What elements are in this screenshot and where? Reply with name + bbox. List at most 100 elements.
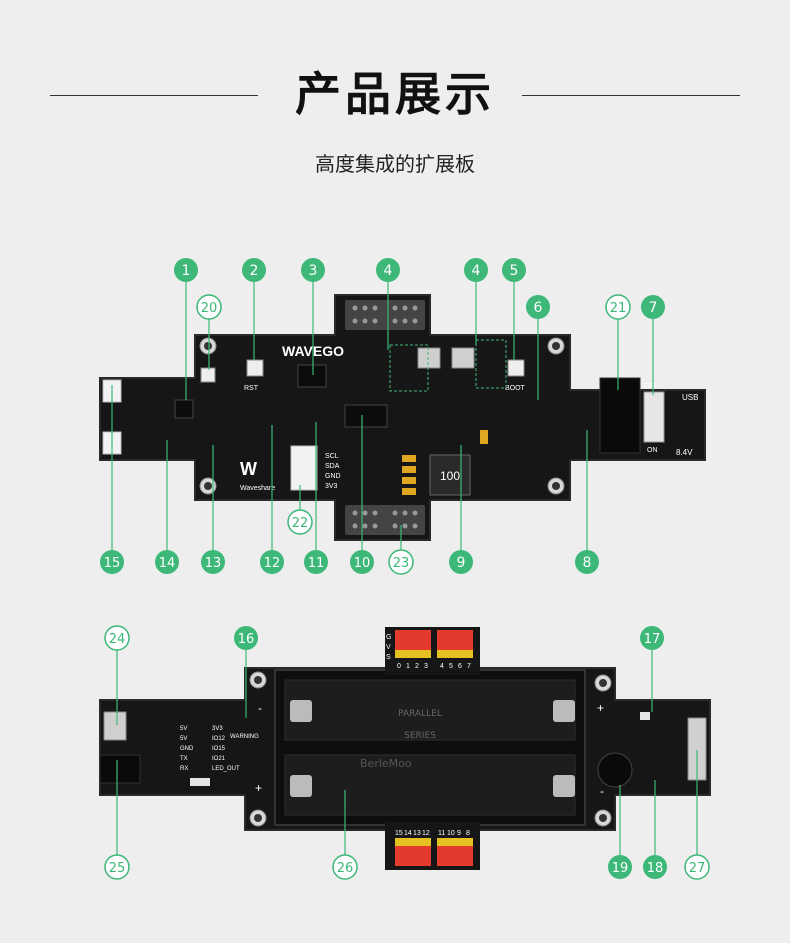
svg-text:27: 27	[689, 861, 706, 876]
rst-label: RST	[244, 385, 259, 392]
marker-4b: 4	[464, 258, 488, 282]
dc-jack	[99, 754, 141, 784]
pin-numbers-bottom: 15 14 13 12 11 10 9 8	[395, 830, 470, 837]
svg-text:3V3: 3V3	[212, 726, 223, 732]
svg-text:13: 13	[205, 556, 222, 571]
svg-text:0: 0	[397, 663, 401, 670]
svg-text:25: 25	[109, 861, 126, 876]
svg-text:9: 9	[457, 830, 461, 837]
title-divider-right	[522, 95, 740, 96]
marker-22: 22	[287, 509, 313, 535]
parallel-label: PARALLEL	[398, 709, 442, 719]
marker-4a: 4	[376, 258, 400, 282]
svg-text:7: 7	[649, 300, 658, 316]
svg-text:23: 23	[393, 556, 410, 571]
plus-right: +	[597, 701, 604, 715]
boot-label: BOOT	[505, 385, 526, 392]
svg-text:IO12: IO12	[212, 736, 226, 742]
marker-15: 15	[100, 550, 124, 574]
svg-text:8: 8	[466, 830, 470, 837]
boot-button	[507, 359, 525, 377]
svg-text:8: 8	[583, 555, 592, 571]
marker-27: 27	[684, 854, 710, 880]
warning-label: WARNING	[230, 734, 259, 740]
marker-16: 16	[234, 626, 258, 650]
svg-text:5V: 5V	[180, 726, 187, 732]
svg-text:5: 5	[510, 263, 519, 279]
brand-label: Waveshare	[240, 485, 275, 492]
svg-text:IO15: IO15	[212, 746, 226, 752]
minus-left: -	[258, 701, 262, 715]
i2c-connector	[290, 445, 318, 491]
svg-text:19: 19	[612, 861, 629, 876]
marker-26: 26	[332, 854, 358, 880]
svg-text:S: S	[386, 654, 391, 661]
svg-text:4: 4	[384, 263, 393, 279]
voltage-label: 8.4V	[676, 448, 693, 457]
svg-text:11: 11	[308, 556, 325, 571]
battery-slot-1	[284, 679, 576, 741]
svg-text:3: 3	[424, 663, 428, 670]
chip-1	[174, 399, 194, 419]
marker-14: 14	[155, 550, 179, 574]
svg-text:14: 14	[404, 830, 412, 837]
svg-text:5V: 5V	[180, 736, 187, 742]
buzzer	[597, 752, 633, 788]
svg-text:15: 15	[395, 830, 403, 837]
top-board: 100 WAVEGO RST BOOT Waveshare W SCL SDA …	[99, 294, 706, 541]
svg-text:20: 20	[201, 301, 218, 316]
svg-text:10: 10	[447, 830, 455, 837]
marker-19: 19	[608, 855, 632, 879]
svg-text:1: 1	[406, 663, 410, 670]
svg-text:LED_OUT: LED_OUT	[212, 766, 240, 772]
power-switch-area	[599, 377, 641, 454]
marker-3: 3	[301, 258, 325, 282]
page-title: 产品展示	[295, 67, 495, 121]
page-subtitle: 高度集成的扩展板	[315, 152, 475, 176]
usb-port	[103, 711, 127, 741]
on-label: ON	[647, 447, 658, 454]
reset-button	[246, 359, 264, 377]
inductor	[429, 454, 471, 496]
chip-10	[344, 404, 388, 428]
bottom-board: PARALLEL SERIES BerleMoo G V S 0 1 2 3 4…	[99, 627, 711, 870]
holder-brand: BerleMoo	[360, 757, 412, 770]
svg-text:24: 24	[109, 632, 126, 647]
svg-text:16: 16	[238, 632, 255, 647]
svg-text:IO21: IO21	[212, 756, 226, 762]
gnd-label: GND	[325, 473, 341, 480]
marker-25: 25	[104, 854, 130, 880]
bottom-markers: 16 17 18 19 24 25 26 27	[104, 625, 710, 880]
svg-text:17: 17	[644, 632, 661, 647]
marker-10: 10	[350, 550, 374, 574]
svg-text:18: 18	[647, 861, 664, 876]
marker-2: 2	[242, 258, 266, 282]
pin-table: 5V 5V GND TX RX 3V3 IO12 IO15 IO21 LED_O…	[180, 726, 240, 772]
svg-text:15: 15	[104, 556, 121, 571]
waveshare-logo: W	[240, 459, 257, 479]
svg-text:3: 3	[309, 263, 318, 279]
marker-1: 1	[174, 258, 198, 282]
minus-right: -	[600, 784, 604, 798]
svg-text:4: 4	[472, 263, 481, 279]
svg-text:14: 14	[159, 556, 176, 571]
svg-text:2: 2	[250, 263, 259, 279]
marker-21: 21	[605, 294, 631, 320]
svg-text:5: 5	[449, 663, 453, 670]
marker-12: 12	[260, 550, 284, 574]
v33-label: 3V3	[325, 483, 338, 490]
marker-23: 23	[388, 549, 414, 575]
svg-text:6: 6	[458, 663, 462, 670]
top-leader-lines	[111, 280, 654, 550]
inductor-label: 100	[440, 469, 460, 483]
svg-text:9: 9	[457, 555, 466, 571]
sda-label: SDA	[325, 463, 340, 470]
marker-9: 9	[449, 550, 473, 574]
svg-text:22: 22	[292, 516, 309, 531]
svg-text:GND: GND	[180, 746, 194, 752]
marker-11: 11	[304, 550, 328, 574]
svg-text:4: 4	[440, 663, 444, 670]
marker-24: 24	[104, 625, 130, 651]
plus-left: +	[255, 781, 262, 795]
